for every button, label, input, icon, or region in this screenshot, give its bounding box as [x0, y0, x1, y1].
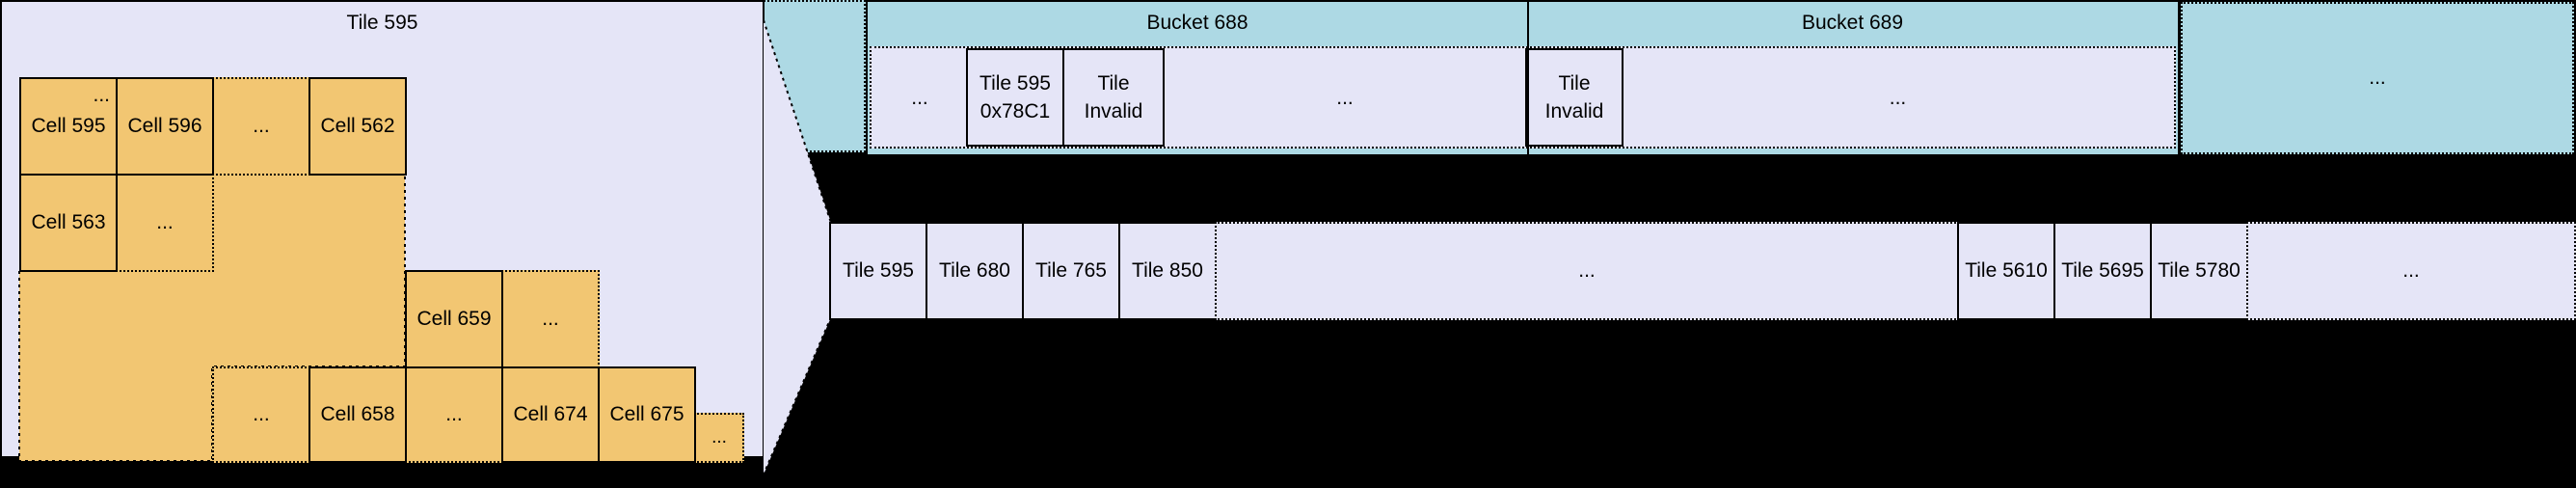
bucket-entry-tile-invalid-2: Tile Invalid [1525, 48, 1623, 147]
ellipsis-cell: ... [212, 366, 310, 463]
bucket-entry-tile-595-line1: Tile 595 [979, 72, 1051, 95]
ellipsis-cell: ... [405, 366, 503, 463]
ellipsis-cell: ... [116, 174, 214, 272]
bucket-entry-tile-invalid-1: Tile Invalid [1062, 48, 1165, 147]
cell-595-label: Cell 595 [31, 115, 106, 137]
bucket-688-title: Bucket 688 [1146, 12, 1248, 34]
funnel-bottom-edge [763, 316, 832, 475]
tile-row-cell-680: Tile 680 [926, 222, 1024, 320]
tile-row-cell-5610: Tile 5610 [1957, 222, 2055, 320]
cell-675: Cell 675 [598, 366, 696, 463]
bucket-entry-tile-595-line2: 0x78C1 [979, 100, 1051, 122]
tile-595-box-title: Tile 595 [346, 12, 418, 34]
bucket-entry-ellipsis: ... [911, 86, 928, 109]
tile-row-cell-5780: Tile 5780 [2150, 222, 2248, 320]
cell-596: Cell 596 [116, 77, 214, 176]
bucket-entries-row: ... Tile 595 0x78C1 Tile Invalid ... Til… [870, 46, 2176, 149]
tile-invalid-line1: Tile [1097, 72, 1130, 95]
cell-562: Cell 562 [309, 77, 407, 176]
tile-array-row: Tile 595 Tile 680 Tile 765 Tile 850 ... … [829, 222, 2576, 320]
tile-row-ellipsis: ... [2246, 222, 2576, 320]
more-buckets-box: ... [2181, 2, 2574, 154]
tile-row-cell-850: Tile 850 [1118, 222, 1217, 320]
ellipsis-cell-small: ... [694, 413, 744, 463]
tile-invalid-line1: Tile [1558, 72, 1591, 95]
cell-563: Cell 563 [19, 174, 118, 272]
bucket-entry-ellipsis: ... [1336, 86, 1354, 109]
cell-658: Cell 658 [309, 366, 407, 463]
cell-595: Cell 595 ... [19, 77, 118, 176]
cell-595-overflow-ellipsis: ... [93, 84, 110, 106]
ellipsis-cell: ... [212, 77, 310, 176]
tile-invalid-line2: Invalid [1084, 100, 1143, 122]
bucket-array: Bucket 688 Bucket 689 ... Tile 595 0x78C… [866, 0, 2180, 156]
tile-invalid-line2: Invalid [1544, 100, 1604, 122]
tile-row-cell-595: Tile 595 [829, 222, 927, 320]
tile-row-cell-765: Tile 765 [1022, 222, 1120, 320]
cell-659: Cell 659 [405, 270, 503, 368]
cell-674: Cell 674 [501, 366, 600, 463]
bucket-entry-tile-595: Tile 595 0x78C1 [966, 48, 1064, 147]
ellipsis-cell: ... [501, 270, 600, 368]
tile-row-cell-5695: Tile 5695 [2053, 222, 2152, 320]
bucket-entry-ellipsis: ... [1889, 86, 1907, 109]
bucket-688-689-divider [1527, 2, 1529, 154]
tile-row-ellipsis: ... [1215, 222, 1959, 320]
bucket-689-title: Bucket 689 [1801, 12, 1904, 34]
